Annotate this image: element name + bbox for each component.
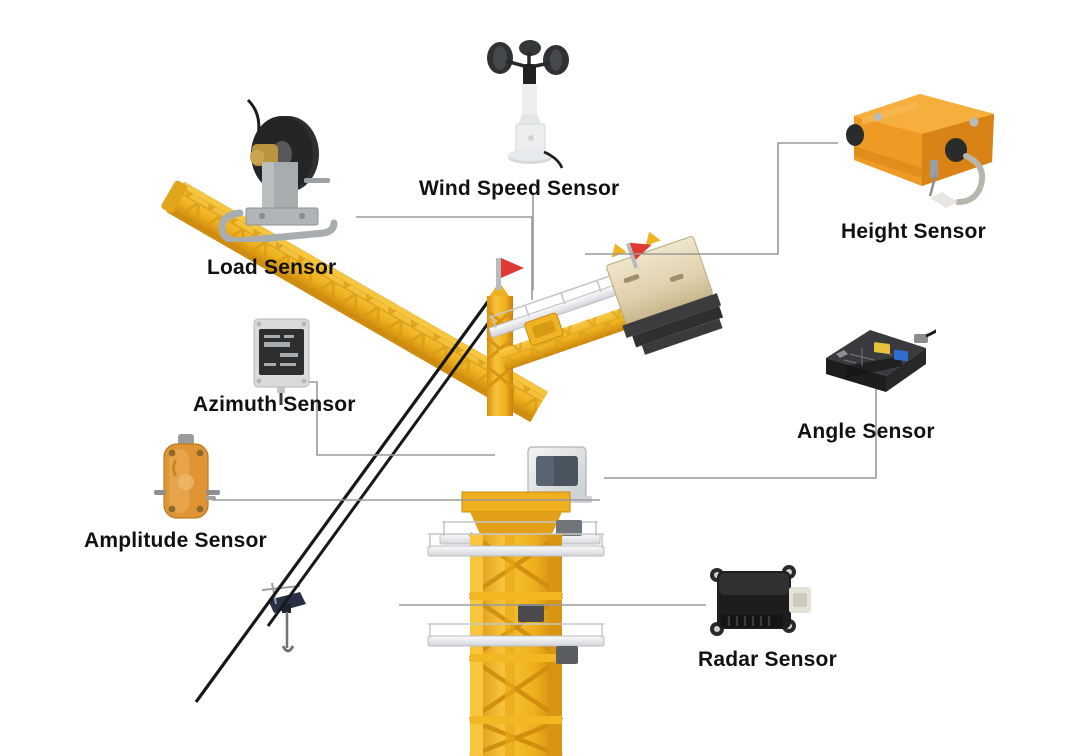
crane-mast: [427, 532, 605, 756]
label-angle-sensor: Angle Sensor: [797, 420, 935, 443]
wind-speed-sensor-image: [487, 40, 569, 169]
sensor-cable: [925, 329, 936, 338]
height-leader-line: [585, 142, 838, 255]
counterweight-slab: [622, 293, 722, 338]
angle-sensor-image: [826, 329, 936, 392]
label-azimuth-sensor: Azimuth Sensor: [193, 393, 356, 416]
label-amplitude-sensor: Amplitude Sensor: [84, 529, 267, 552]
cable-connector: [930, 192, 958, 208]
crane-pendant-cables: [194, 295, 507, 703]
label-height-sensor: Height Sensor: [841, 220, 986, 243]
crane-hoist-winch: [524, 312, 564, 346]
radar-sensor-image: [710, 565, 811, 636]
sensor-cable: [246, 98, 261, 137]
cable-gland: [945, 138, 967, 162]
corner-screws: [168, 449, 204, 513]
mast-platform: [427, 533, 605, 647]
flag-counterjib: [629, 242, 652, 260]
sensor-cable: [543, 150, 564, 169]
connector: [914, 334, 928, 343]
load-sensor-image: [218, 98, 338, 242]
cable-gland: [846, 124, 864, 146]
label-wind-speed-sensor: Wind Speed Sensor: [419, 177, 620, 200]
yellow-label: [874, 342, 890, 354]
shaft: [178, 434, 194, 446]
crane-machinery-house: [606, 231, 724, 355]
anemometer-cups: [487, 40, 569, 75]
sensor-cable: [955, 153, 986, 205]
corner-screws: [256, 321, 307, 384]
label-load-sensor: Load Sensor: [207, 256, 337, 279]
crane-operator-cab: [524, 446, 592, 503]
amplitude-sensor-image: [154, 434, 220, 519]
load-leader-line: [356, 216, 533, 300]
counterweight-slab: [641, 318, 723, 355]
label-radar-sensor: Radar Sensor: [698, 648, 837, 671]
counterweight-slab: [632, 306, 724, 348]
blue-label: [894, 349, 908, 362]
mounting-loop: [218, 209, 338, 242]
height-sensor-image: [846, 94, 994, 208]
flag-apex: [501, 258, 524, 278]
azimuth-sensor-image: [253, 318, 310, 405]
